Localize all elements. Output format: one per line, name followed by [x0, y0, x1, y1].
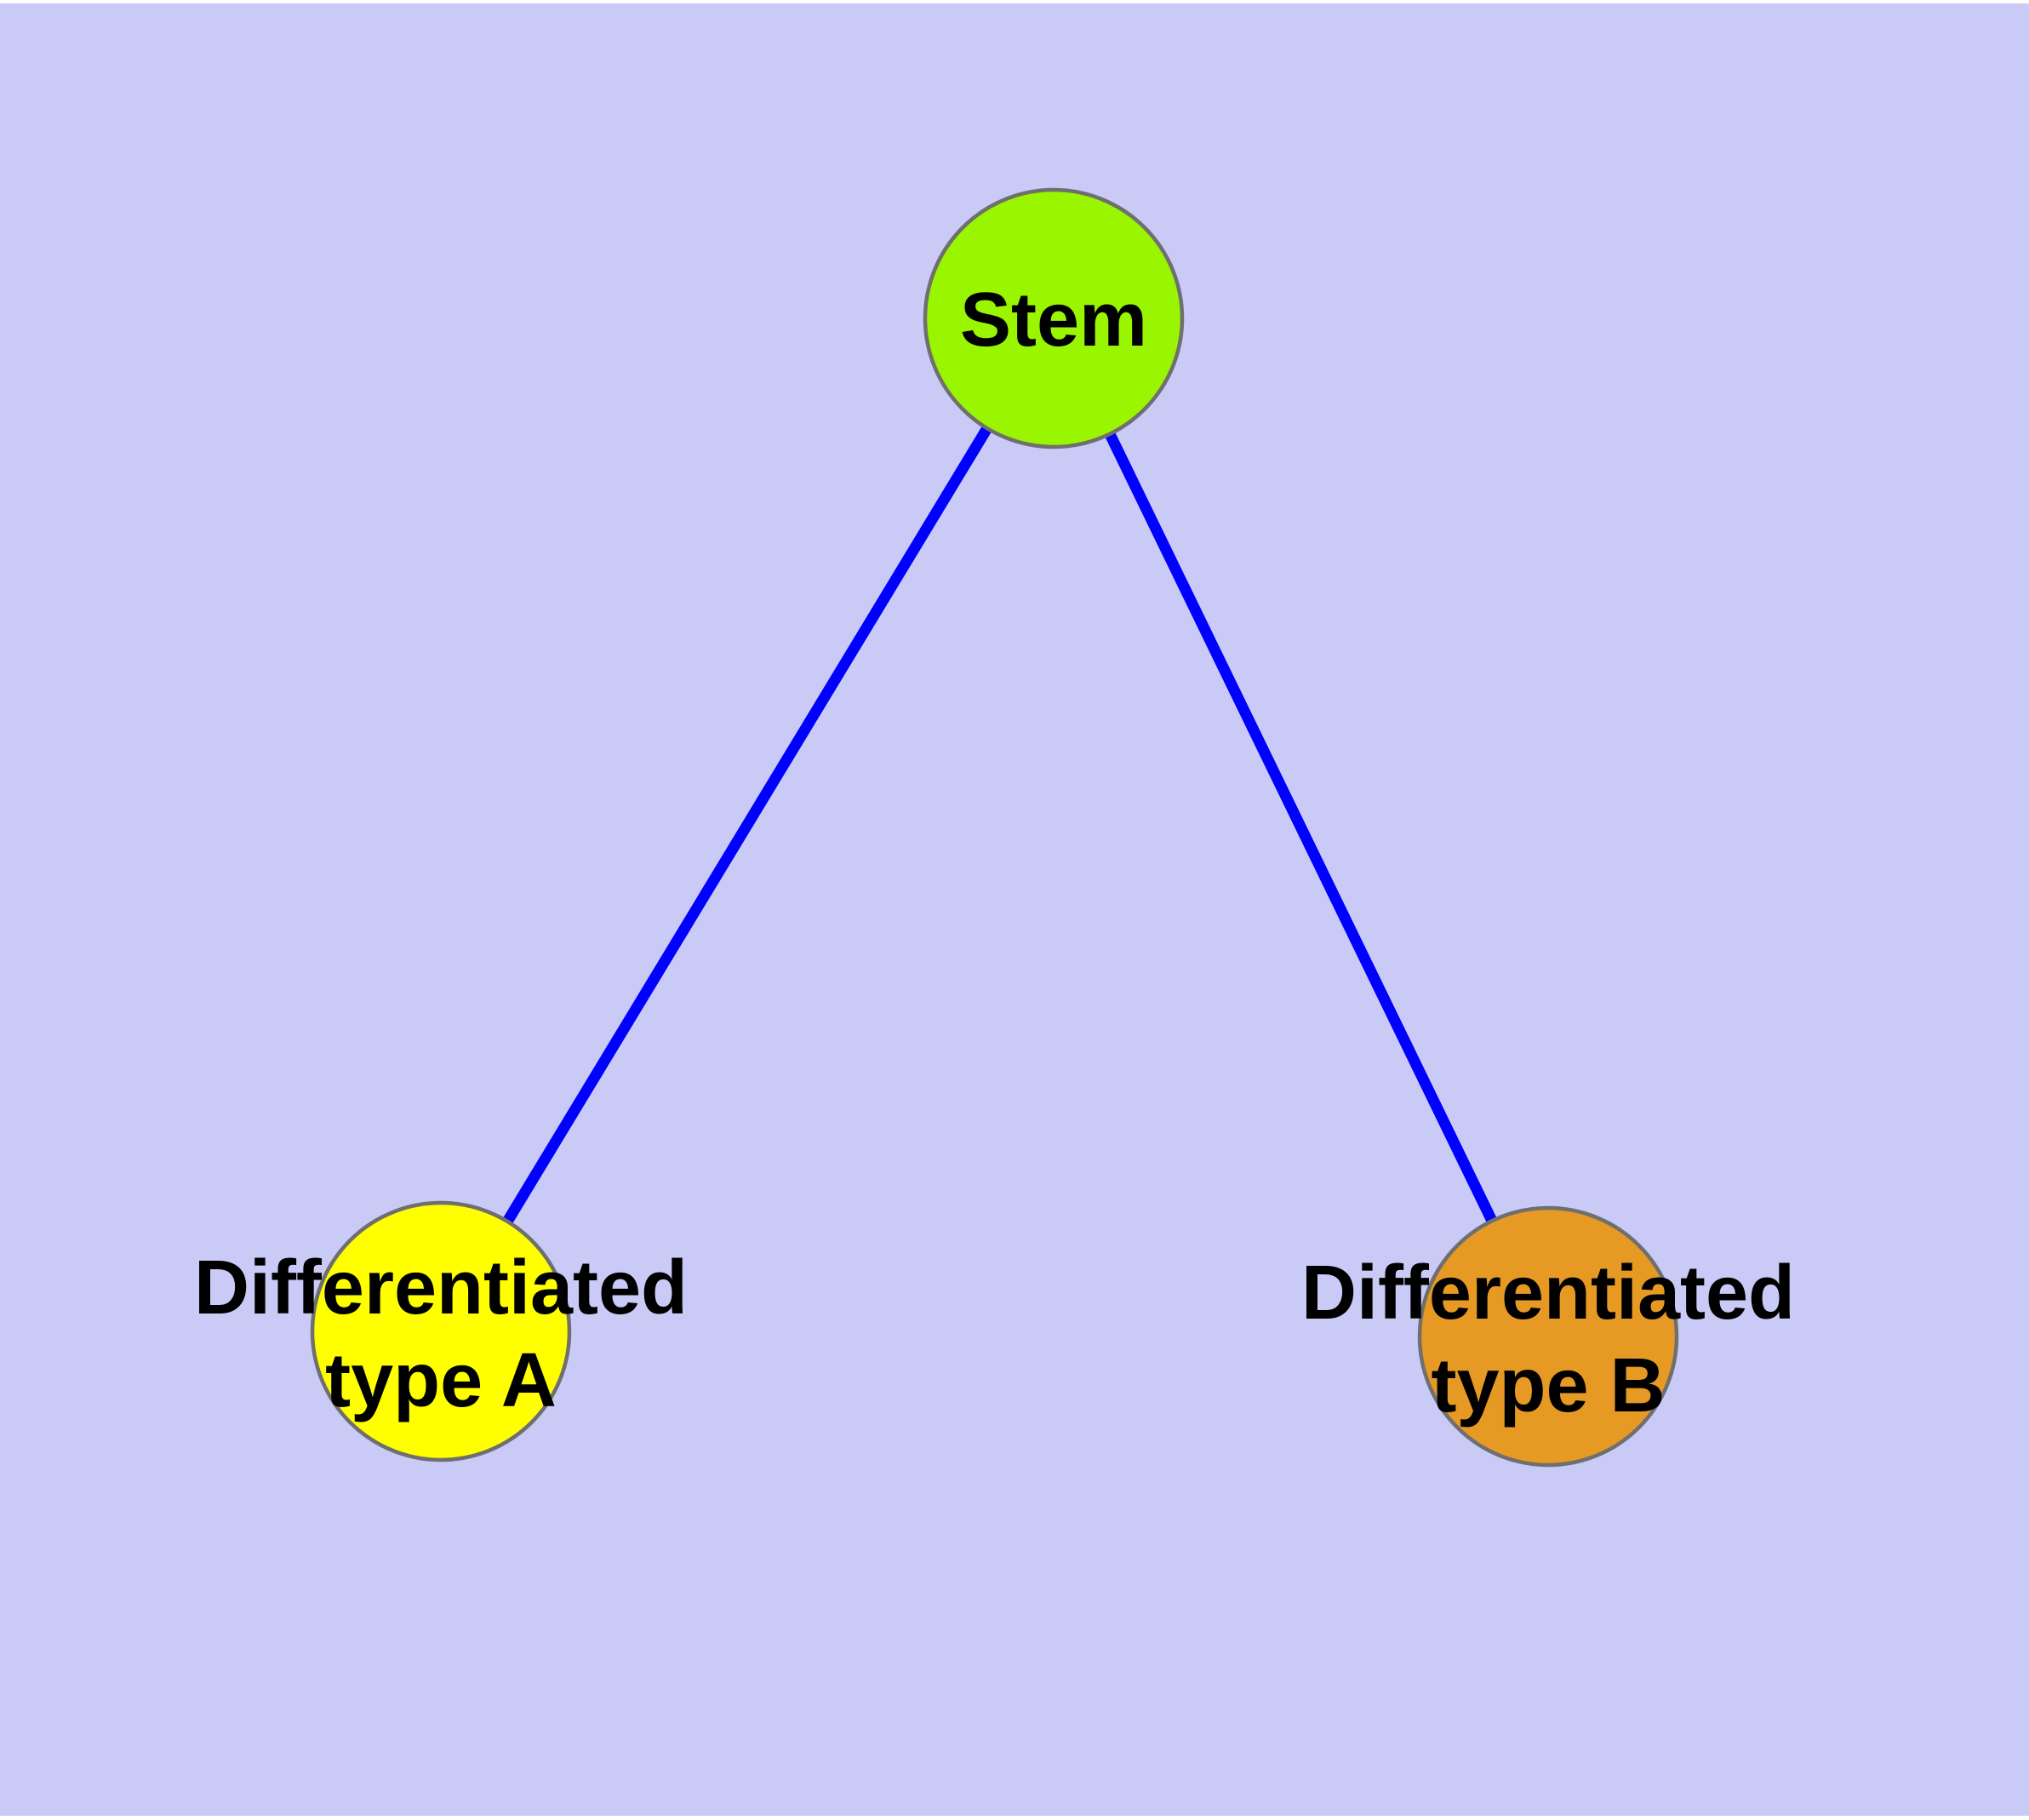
- node-stem: [923, 187, 1185, 449]
- node-differentiated-type-b: [1417, 1205, 1679, 1468]
- edge-stem-to-differentiated-type-b: [1049, 316, 1553, 1339]
- node-differentiated-type-a: [310, 1200, 572, 1462]
- node-label-stem: Stem: [960, 278, 1147, 363]
- edge-stem-to-differentiated-type-a: [436, 315, 1059, 1335]
